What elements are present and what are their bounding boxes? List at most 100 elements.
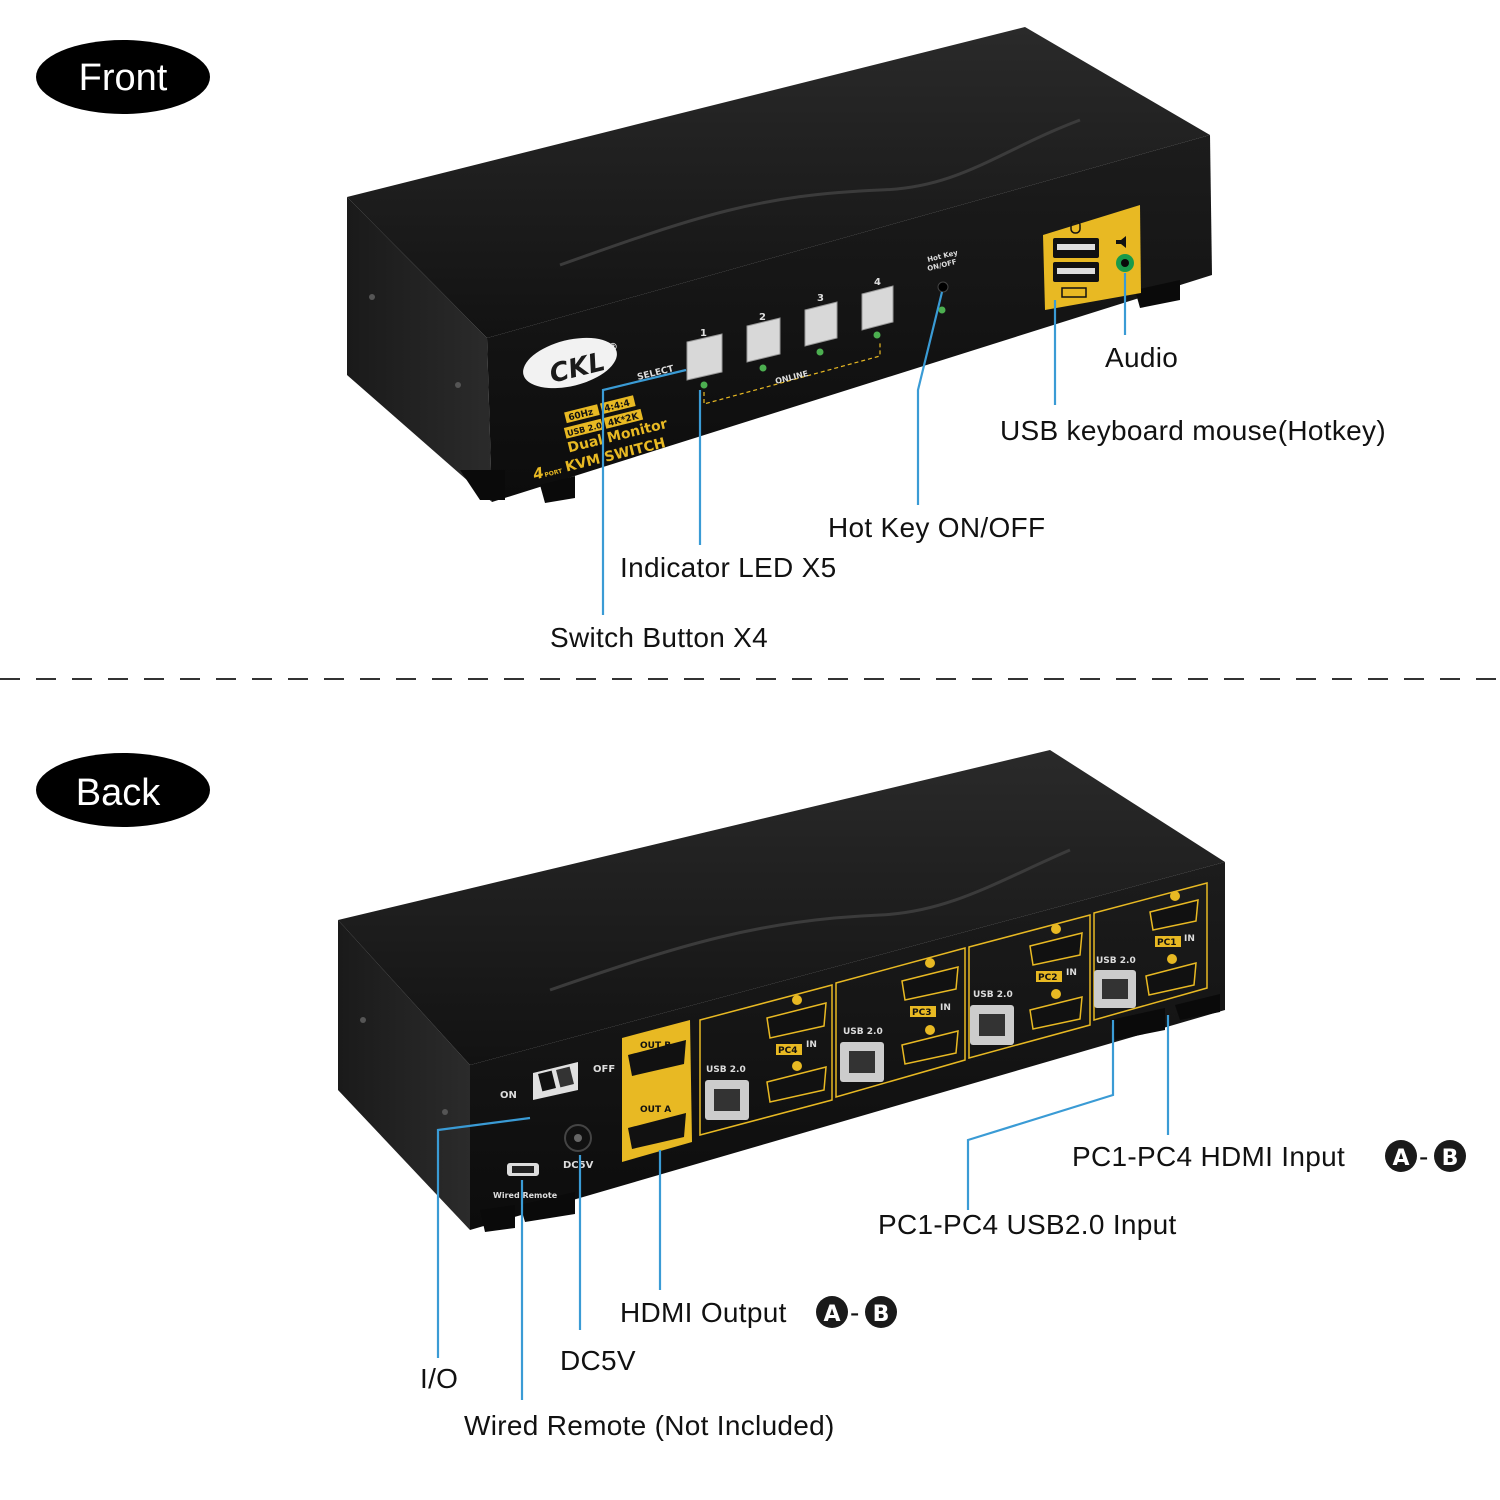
pc2-a-marker xyxy=(1051,989,1061,999)
keyboard-icon xyxy=(1061,287,1087,298)
front-left-side xyxy=(347,197,492,502)
power-switch-rocker[interactable] xyxy=(538,1070,556,1092)
pc4-b-marker xyxy=(792,995,802,1005)
pc2-in-label: IN xyxy=(1066,968,1077,978)
range-a-letter: A xyxy=(823,1302,840,1327)
pc4-group: USB 2.0 PC4 IN xyxy=(699,984,833,1136)
button-number-1: 1 xyxy=(700,328,707,339)
spec-port: PORT xyxy=(544,468,564,479)
back-foot xyxy=(1175,994,1220,1020)
circle-a-icon xyxy=(1385,1140,1417,1172)
pc3-hdmi-a xyxy=(901,1030,959,1065)
hotkey-line xyxy=(916,291,944,505)
switch-button-4[interactable] xyxy=(861,285,894,331)
pc3-tag xyxy=(910,1006,936,1017)
led-1 xyxy=(700,381,708,389)
led-4 xyxy=(873,331,881,339)
back-device: ON OFF DC5V Wired Remote OUT B OUT A USB… xyxy=(338,750,1225,1232)
callout-io: I/O xyxy=(420,1363,458,1394)
pc4-tag xyxy=(776,1044,802,1055)
mouse-icon xyxy=(1070,220,1081,234)
out-a-label: OUT A xyxy=(640,1105,671,1115)
power-switch-rocker-off xyxy=(556,1066,574,1088)
front-top-groove xyxy=(559,118,1081,267)
usb-input-line xyxy=(966,1020,1115,1210)
out-b-label: OUT B xyxy=(640,1041,671,1051)
back-callout-lines xyxy=(436,1015,1170,1400)
dc-jack-pin xyxy=(574,1134,582,1142)
range-a-letter: A xyxy=(1392,1146,1409,1171)
front-screw xyxy=(455,382,461,388)
back-foot xyxy=(480,1205,515,1232)
hotkey-button[interactable] xyxy=(937,281,949,293)
switch-button-3[interactable] xyxy=(804,301,838,347)
back-screw xyxy=(442,1109,448,1115)
spec-4: 4 xyxy=(530,464,545,484)
pc1-b-marker xyxy=(1170,891,1180,901)
pc1-hdmi-a xyxy=(1145,962,1197,996)
pc2-label: PC2 xyxy=(1038,973,1057,983)
callout-hot-key: Hot Key ON/OFF xyxy=(828,512,1045,543)
switch-button-2[interactable] xyxy=(746,317,781,363)
range-b-letter: B xyxy=(873,1302,890,1327)
led-3 xyxy=(816,348,824,356)
pc4-usb-label: USB 2.0 xyxy=(706,1065,746,1075)
button-number-3: 3 xyxy=(817,293,824,304)
dc-label: DC5V xyxy=(563,1160,594,1171)
audio-jack-hole xyxy=(1121,259,1129,267)
back-top-groove xyxy=(549,848,1071,992)
remote-port-hole xyxy=(512,1166,534,1173)
callout-hdmi-input: PC1-PC4 HDMI Input xyxy=(1072,1141,1345,1172)
pc1-usb-label: USB 2.0 xyxy=(1096,956,1136,966)
switch-buttons: 1 2 3 4 xyxy=(686,277,894,381)
back-foot xyxy=(1110,1008,1165,1040)
pc2-group: USB 2.0 PC2 IN xyxy=(968,914,1091,1059)
button-number-4: 4 xyxy=(874,277,881,288)
callout-indicator-led: Indicator LED X5 xyxy=(620,552,836,583)
callout-switch-button: Switch Button X4 xyxy=(550,622,768,653)
front-callout-lines xyxy=(601,273,1127,615)
range-dash: - xyxy=(850,1297,860,1328)
indicator-leds xyxy=(700,306,946,389)
callout-hdmi-output: HDMI Output xyxy=(620,1297,787,1328)
usb-port-1-tongue xyxy=(1057,244,1095,250)
pc2-b-marker xyxy=(1051,924,1061,934)
range-dash: - xyxy=(1419,1141,1429,1172)
callout-hdmi-input-group: PC1-PC4 HDMI Input A - B xyxy=(1072,1140,1466,1172)
circle-a-icon xyxy=(816,1296,848,1328)
pc1-tag xyxy=(1155,936,1181,947)
pc1-label: PC1 xyxy=(1157,938,1176,948)
hdmi-out-b xyxy=(628,1040,686,1076)
front-title: Front xyxy=(79,57,168,99)
pc1-in-label: IN xyxy=(1184,934,1195,944)
pc3-a-marker xyxy=(925,1025,935,1035)
pc3-group: USB 2.0 PC3 IN xyxy=(835,947,966,1098)
back-section: Back ON OFF DC5V xyxy=(36,750,1466,1441)
pc3-hdmi-b xyxy=(901,966,959,1001)
front-device: CKL ® 60Hz 4:4:4 USB 2.0 4K*2K Dual Moni… xyxy=(347,27,1212,503)
front-top-surface xyxy=(347,27,1210,338)
switch-button-1[interactable] xyxy=(686,333,723,381)
pc4-a-marker xyxy=(792,1061,802,1071)
front-screw xyxy=(369,294,375,300)
speaker-icon xyxy=(1116,236,1126,248)
led-5 xyxy=(938,306,946,314)
pc4-hdmi-b xyxy=(766,1002,827,1039)
pc2-usb-label: USB 2.0 xyxy=(973,990,1013,1000)
off-label: OFF xyxy=(593,1064,615,1075)
remote-label: Wired Remote xyxy=(493,1191,558,1200)
ckl-logo: CKL ® xyxy=(523,337,618,390)
range-b-letter: B xyxy=(1442,1146,1459,1171)
pc3-b-marker xyxy=(925,958,935,968)
callout-audio: Audio xyxy=(1105,342,1178,373)
pc3-usb-label: USB 2.0 xyxy=(843,1027,883,1037)
circle-b-icon xyxy=(1434,1140,1466,1172)
back-badge xyxy=(36,753,210,827)
back-title: Back xyxy=(76,772,161,814)
io-line xyxy=(436,1116,531,1358)
callout-dc5v: DC5V xyxy=(560,1345,636,1376)
back-screw xyxy=(360,1017,366,1023)
usb-port-2-tongue xyxy=(1057,268,1095,274)
front-foot xyxy=(1135,280,1180,308)
